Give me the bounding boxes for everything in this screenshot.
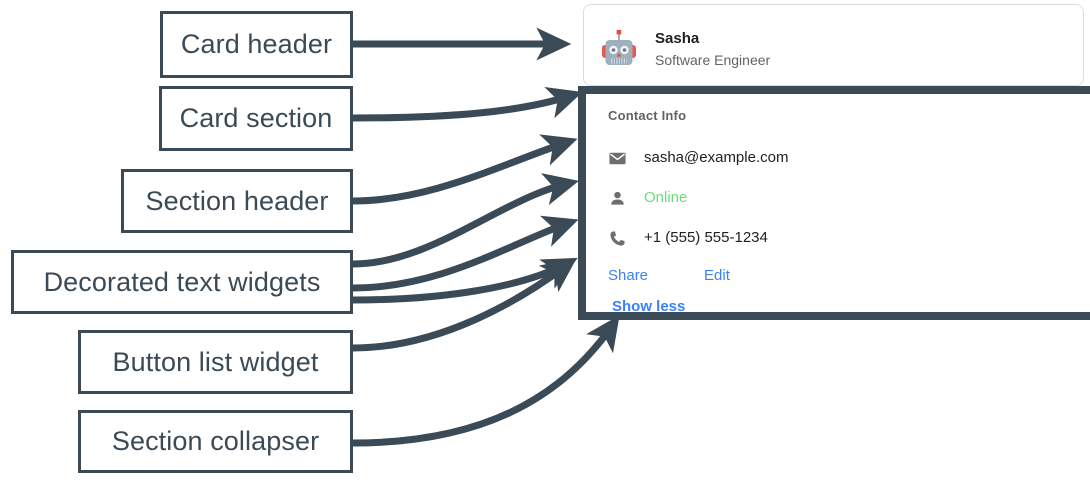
profile-card: Sasha Software Engineer (583, 4, 1084, 86)
email-icon (608, 149, 630, 168)
annotation-box-card-section: Card section (159, 86, 353, 151)
arrow-decorated-text-2 (352, 215, 579, 292)
card-header: Sasha Software Engineer (584, 5, 1083, 85)
section-collapser-button[interactable]: Show less (612, 298, 686, 315)
phone-icon (608, 229, 630, 248)
decorated-text-value: sasha@example.com (644, 149, 789, 166)
annotation-label: Section header (145, 185, 329, 216)
annotation-label: Card header (180, 29, 333, 59)
share-button[interactable]: Share (608, 267, 649, 284)
person-icon (608, 189, 630, 208)
arrow-section-collapser (352, 315, 620, 447)
decorated-text-value: +1 (555) 555-1234 (644, 229, 768, 246)
annotation-label: Button list widget (112, 346, 319, 377)
annotation-label: Section collapser (111, 426, 320, 456)
arrow-card-section (352, 86, 583, 122)
annotation-box-button-list: Button list widget (78, 330, 353, 394)
annotation-label: Card section (179, 103, 333, 133)
edit-button[interactable]: Edit (704, 267, 730, 284)
arrow-section-header (352, 134, 578, 205)
decorated-text-row-email: sasha@example.com (608, 138, 1090, 178)
annotation-box-section-collapser: Section collapser (78, 410, 353, 473)
annotation-box-decorated-text: Decorated text widgets (11, 250, 353, 314)
decorated-text-row-status: Online (608, 178, 1090, 218)
button-list-widget: Share Edit (608, 260, 1090, 292)
arrow-button-list (352, 258, 577, 352)
card-section: Contact Info sasha@example.com Online (578, 86, 1090, 320)
annotation-box-card-header: Card header (160, 11, 353, 78)
card-section-content: Contact Info sasha@example.com Online (586, 94, 1090, 315)
annotation-box-section-header: Section header (121, 169, 353, 233)
decorated-text-row-phone: +1 (555) 555-1234 (608, 218, 1090, 258)
robot-avatar-icon (597, 28, 641, 72)
arrow-decorated-text-3 (352, 257, 578, 304)
section-header: Contact Info (608, 108, 687, 123)
card-header-text: Sasha Software Engineer (655, 29, 770, 71)
status-badge: Online (644, 189, 688, 206)
section-collapser-row: Show less (608, 292, 1090, 322)
card-title: Sasha (655, 30, 700, 47)
annotation-label: Decorated text widgets (43, 266, 321, 297)
arrow-decorated-text-1 (352, 173, 579, 268)
card-subtitle: Software Engineer (655, 52, 771, 68)
